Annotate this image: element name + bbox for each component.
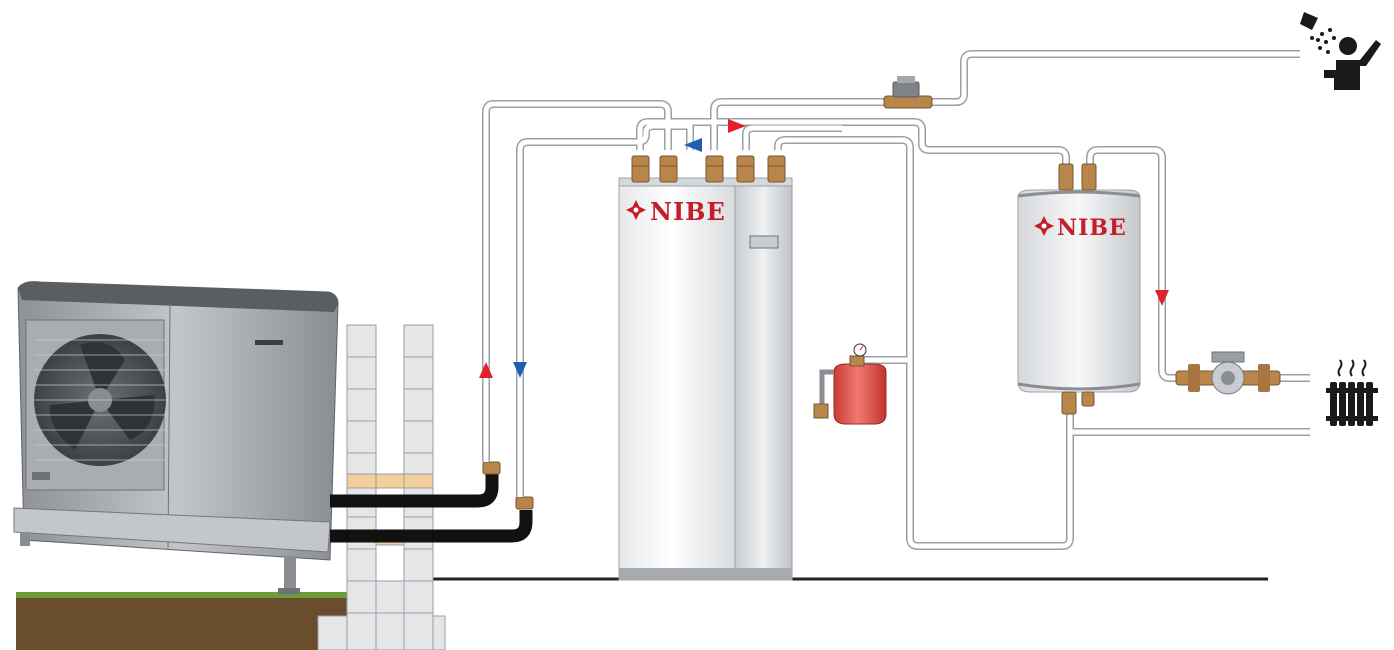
flow-arrow-down-cold <box>513 362 527 378</box>
nibe-logo-icon <box>626 200 646 220</box>
outdoor-heat-pump-unit <box>13 281 339 594</box>
flow-arrow-up-hot <box>479 362 493 378</box>
expansion-vessel <box>813 343 887 425</box>
radiator-icon <box>1326 359 1378 426</box>
flow-arrows <box>479 119 1169 378</box>
flow-arrow-down-hot <box>1155 290 1169 306</box>
outdoor-supply-pipes <box>330 461 534 543</box>
pressure-gauge-icon <box>853 343 867 357</box>
flow-arrow-right-hot <box>728 119 746 133</box>
buffer-tank: NIBE <box>1017 163 1141 415</box>
ground <box>16 592 348 650</box>
pipe-network <box>482 50 1310 550</box>
unit-badge <box>255 340 283 345</box>
flow-arrow-left-cold <box>684 138 702 152</box>
display-panel <box>749 235 779 249</box>
nibe-logo-icon <box>1034 216 1054 236</box>
shower-person-icon <box>1300 12 1381 90</box>
fan-icon <box>34 334 166 466</box>
indoor-module-brand: NIBE <box>650 197 726 226</box>
indoor-module: NIBE <box>618 155 793 581</box>
foundation-wall <box>317 324 446 650</box>
shutoff-valve-icon <box>883 76 933 109</box>
buffer-tank-brand: NIBE <box>1057 215 1127 241</box>
circulation-pump-icon <box>1175 351 1281 395</box>
